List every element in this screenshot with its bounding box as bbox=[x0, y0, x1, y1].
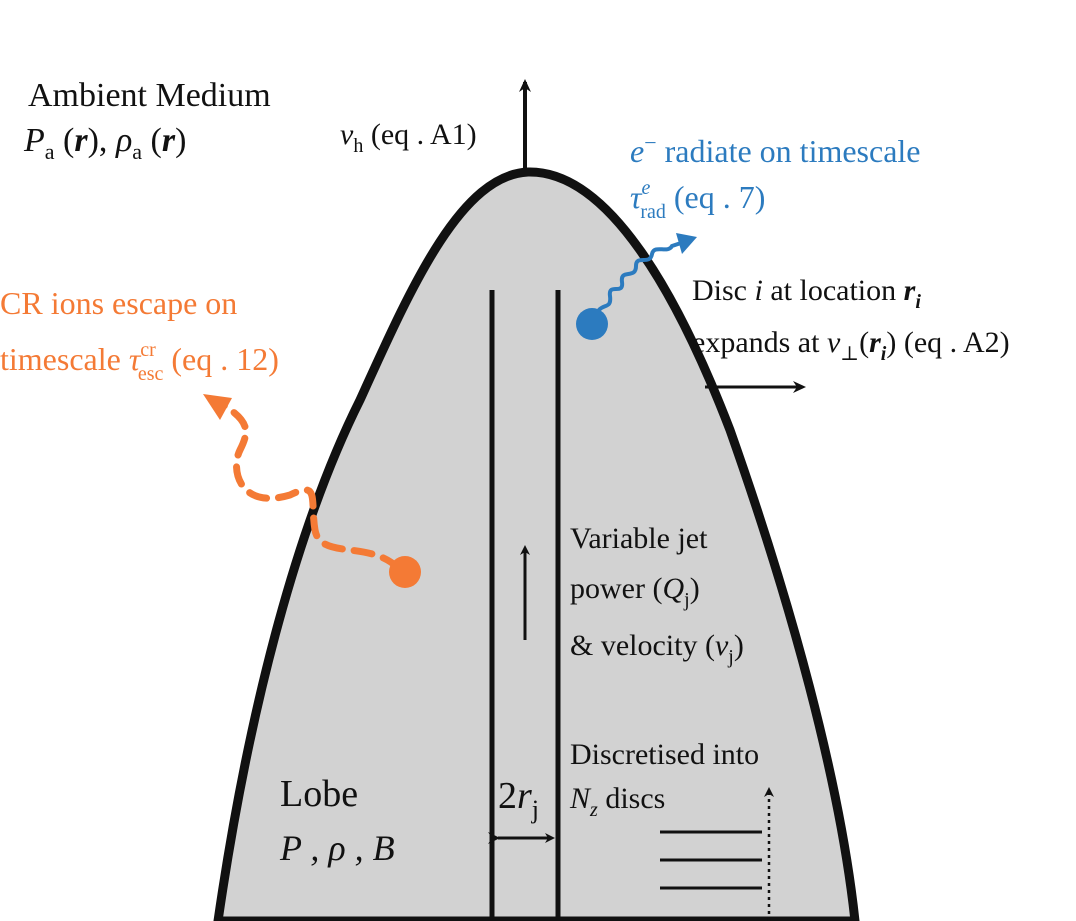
discretised-label-line1: Discretised into bbox=[570, 738, 759, 771]
disc-label-line2: expands at v⊥(ri) (eq . A2) bbox=[692, 326, 1010, 365]
cr-ion-dot bbox=[389, 556, 421, 588]
lobe-title: Lobe bbox=[280, 773, 358, 815]
electron-wiggle-path bbox=[593, 238, 692, 320]
electron-dot bbox=[576, 308, 608, 340]
jet-width-label: 2rj bbox=[498, 775, 539, 824]
cr-label-line1: CR ions escape on bbox=[0, 285, 237, 321]
jet-label-line2: power (Qj) bbox=[570, 572, 700, 611]
electron-arrowhead bbox=[676, 233, 697, 254]
discretised-label-line2: Nz discs bbox=[569, 782, 665, 821]
jet-label-line1: Variable jet bbox=[570, 522, 708, 555]
lobe-shape bbox=[213, 167, 860, 921]
lobe-vars: P , ρ , B bbox=[279, 828, 395, 868]
head-velocity-label: vh (eq . A1) bbox=[340, 118, 477, 157]
ambient-medium-vars: Pa (r), ρa (r) bbox=[23, 122, 186, 164]
cr-escape-arrowhead bbox=[203, 394, 232, 420]
cr-escape-path bbox=[211, 396, 402, 572]
electron-label-line1: e− radiate on timescale bbox=[630, 130, 921, 169]
disc-label-line1: Disc i at location ri bbox=[692, 274, 921, 313]
jet-label-line3: & velocity (vj) bbox=[570, 629, 744, 668]
ambient-medium-title: Ambient Medium bbox=[28, 77, 271, 114]
